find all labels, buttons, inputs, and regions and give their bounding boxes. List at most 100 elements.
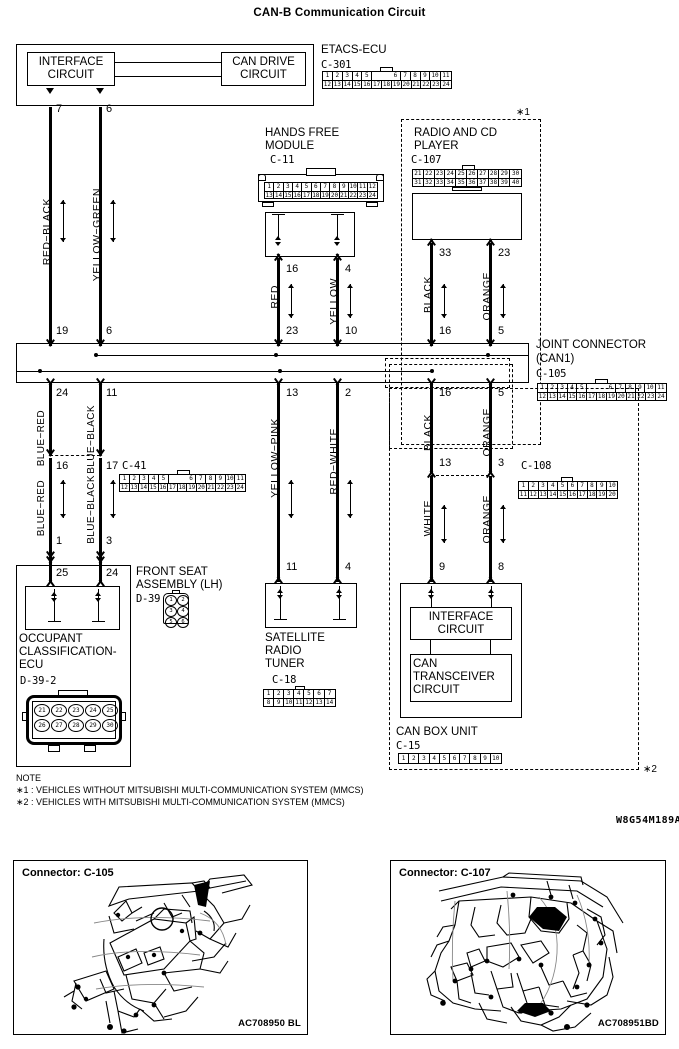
- occupant-ecu-name: OCCUPANT CLASSIFICATION- ECU: [19, 633, 117, 671]
- can-box-internal-link-2: [490, 640, 492, 654]
- note-line-2: ∗2 : VEHICLES WITH MITSUBISHI MULTI-COMM…: [16, 797, 345, 807]
- wire-black-lower-endmark-top: [426, 379, 437, 386]
- photo-label-c107: Connector: C-107: [399, 867, 491, 879]
- wire-black-lower-color: BLACK: [422, 414, 434, 451]
- wire-red-white-endmark-top: [332, 379, 343, 386]
- satellite-tuner-connector-id: C-18: [272, 674, 297, 686]
- wire-orange-upper-pin-bottom: 5: [498, 325, 505, 337]
- drawing-code: W8G54M189A: [616, 815, 679, 826]
- wire-red-black-color: RED−BLACK: [41, 198, 53, 266]
- joint-bus-node-1: [94, 353, 98, 357]
- photo-panel-c107: Connector: C-107 AC708951BD: [390, 860, 666, 1035]
- wire-black-upper-color: BLACK: [422, 276, 434, 313]
- wire-blue-red-lower-endmark2: [45, 557, 56, 564]
- wire-yellow-segment: [336, 258, 339, 346]
- wire-red-white-pin-bottom: 4: [345, 561, 352, 573]
- wire-white-color: WHITE: [422, 500, 434, 537]
- page-title: CAN-B Communication Circuit: [253, 7, 426, 19]
- note-heading: NOTE: [16, 773, 42, 783]
- joint-bus-rail-upper: [96, 355, 529, 357]
- wire-red-pin-top: 16: [286, 263, 299, 275]
- wire-red-black-pin-top: 7: [56, 103, 63, 115]
- can-box-connector-c15: 1 2 3 4 5 6 7 8 9 10: [398, 753, 502, 764]
- wire-white-segment: [430, 476, 433, 582]
- wire-yellow-pink-segment: [277, 383, 280, 582]
- front-seat-name: FRONT SEAT ASSEMBLY (LH): [136, 566, 223, 591]
- wire-red-endmark-bottom: [273, 340, 284, 347]
- etacs-interface-circuit-label: INTERFACE CIRCUIT: [38, 56, 104, 81]
- occupant-pin-24-label: 24: [106, 567, 119, 579]
- wire-blue-black-pin-top: 11: [106, 387, 118, 399]
- occupant-pin-25-label: 25: [56, 567, 69, 579]
- wire-yellow-green-pin-top: 6: [106, 103, 113, 115]
- wire-black-lower-pin-bottom: 13: [439, 457, 452, 469]
- etacs-internal-link-1: [115, 62, 221, 64]
- joint-bus-node-5: [278, 369, 282, 373]
- wire-red-black-pin-bottom: 19: [56, 325, 69, 337]
- can-box-right-dashed-region: [389, 364, 513, 449]
- wire-yellow-green-arrow-top: [96, 88, 104, 94]
- wire-orange-lower-endmark-top: [485, 379, 496, 386]
- etacs-ecu-box: [16, 44, 314, 106]
- can-box-unit-name: CAN BOX UNIT: [396, 726, 478, 738]
- can-box-transceiver-circuit-block: [410, 654, 512, 702]
- photo-label-c105: Connector: C-105: [22, 867, 114, 879]
- wire-blue-black-lower-color: BLUE−BLACK: [86, 475, 97, 544]
- etacs-can-drive-circuit-label: CAN DRIVE CIRCUIT: [232, 56, 295, 81]
- wire-orange-upper-color: ORANGE: [481, 272, 493, 321]
- photo-code-c107: AC708951BD: [597, 1018, 659, 1029]
- joint-bus-rail-lower: [16, 371, 432, 373]
- occupant-pin-24-stub: [99, 564, 102, 582]
- occupant-ecu-connector-id: D-39-2: [20, 675, 57, 687]
- wire-black-lower-pin-top: 16: [439, 387, 452, 399]
- c41-splice-dashed-link: [50, 455, 100, 456]
- wire-black-upper-segment: [430, 243, 433, 346]
- wire-orange-lower-color: ORANGE: [481, 408, 493, 457]
- can-box-unit-box: [400, 583, 522, 718]
- wire-orange-bottom-segment: [489, 476, 492, 582]
- connector-c107-illustration: [426, 872, 624, 1032]
- joint-bus-node-2: [274, 353, 278, 357]
- wire-blue-red-lower-segment: [49, 458, 52, 564]
- hands-free-connector-shell: [258, 168, 384, 202]
- wire-orange-upper-endmark-bottom: [485, 340, 496, 347]
- wire-yellow-green-endmark: [95, 340, 106, 347]
- wire-blue-black-lower-pin-bottom: 3: [106, 535, 113, 547]
- wire-yellow-pink-pin-bottom: 11: [286, 561, 298, 573]
- can-box-dashed-region: [389, 388, 639, 770]
- can-box-inner-dashed-region: [385, 358, 510, 388]
- can-box-pins: 1 2 3 4 5 6 7 8 9 10: [399, 754, 501, 763]
- can-box-footnote: ∗2: [643, 764, 657, 775]
- wire-red-white-segment: [336, 383, 339, 582]
- radio-cd-connector-id: C-107: [411, 154, 442, 166]
- wire-orange-upper-endmark: [485, 238, 496, 245]
- joint-connector-id: C-105: [536, 368, 567, 380]
- radio-cd-body-box: [412, 193, 522, 240]
- wire-blue-red-lower-color: BLUE−RED: [36, 480, 47, 537]
- wire-red-white-pin-top: 2: [345, 387, 352, 399]
- wire-orange-bottom-endmark-bottom: [485, 576, 496, 583]
- wire-yellow-pink-color: YELLOW−PINK: [269, 418, 281, 498]
- hands-free-connector-id: C-11: [270, 154, 295, 166]
- wire-red-white-endmark-bottom: [332, 576, 343, 583]
- occupant-connector-graphic: 21 22 23 24 25 26 27 28 29 30: [22, 690, 126, 758]
- can-box-unit-connector-id: C-15: [396, 740, 421, 752]
- wire-blue-red-color: BLUE−RED: [36, 410, 47, 467]
- wire-black-upper-endmark-bottom: [426, 340, 437, 347]
- wire-yellow-endmark-bottom: [332, 340, 343, 347]
- radio-cd-footnote: ∗1: [516, 107, 530, 118]
- can-box-interface-circuit-block: [410, 607, 512, 640]
